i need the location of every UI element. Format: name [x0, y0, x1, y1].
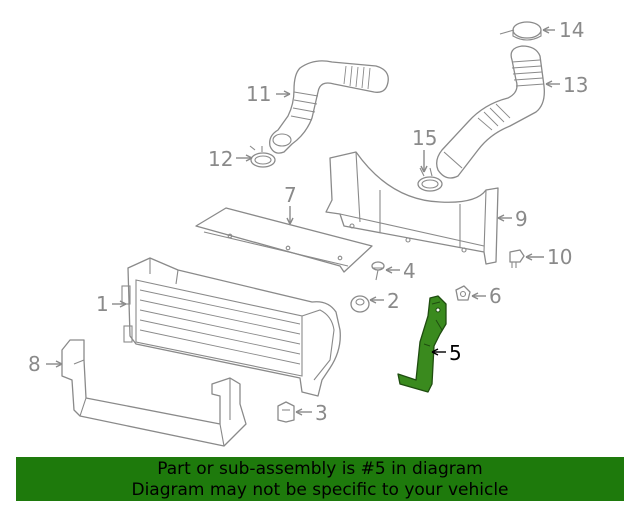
callout-label-12: 12: [208, 147, 233, 171]
callout-1: 1: [96, 292, 127, 316]
callout-label-10: 10: [547, 245, 572, 269]
part-11-hose: [269, 60, 389, 154]
part-12-clamp: [249, 145, 276, 168]
callout-10: 10: [525, 245, 572, 269]
callout-label-9: 9: [515, 207, 528, 231]
callout-label-8: 8: [28, 352, 41, 376]
callout-4: 4: [385, 259, 416, 283]
callout-label-15: 15: [412, 126, 437, 150]
part-1-radiator: [121, 257, 341, 397]
callout-2: 2: [369, 289, 400, 313]
callout-15: 15: [412, 126, 437, 173]
part-7-seal: [195, 207, 373, 273]
callout-label-11: 11: [246, 82, 271, 106]
part-5-bracket-highlighted[interactable]: [397, 295, 447, 393]
callout-12: 12: [208, 147, 253, 171]
callout-label-14: 14: [559, 18, 584, 42]
part-13-hose: [436, 45, 545, 179]
part-2-grommet: [350, 295, 370, 313]
part-4-pin: [371, 261, 385, 281]
part-6-nut: [455, 285, 471, 301]
callout-14: 14: [542, 18, 584, 42]
banner-line-disclaimer: Diagram may not be specific to your vehi…: [131, 480, 509, 500]
part-14-cap: [499, 21, 542, 41]
callout-label-6: 6: [489, 284, 502, 308]
part-3-clip: [277, 401, 295, 423]
callout-label-3: 3: [315, 401, 328, 425]
callout-label-5: 5: [449, 341, 462, 365]
callout-8: 8: [28, 352, 63, 376]
callout-11: 11: [246, 82, 291, 106]
callout-5: 5: [431, 341, 462, 365]
callout-label-13: 13: [563, 73, 588, 97]
callout-3: 3: [295, 401, 328, 425]
callout-label-7: 7: [284, 183, 297, 207]
callout-6: 6: [471, 284, 502, 308]
banner-line-part-number: Part or sub-assembly is #5 in diagram: [157, 459, 483, 479]
part-15-clamp: [417, 167, 443, 192]
callout-13: 13: [545, 73, 588, 97]
callout-9: 9: [497, 207, 528, 231]
part-9-shroud: [325, 151, 499, 265]
callout-label-1: 1: [96, 292, 109, 316]
part-10-bolt: [509, 249, 525, 268]
notice-banner: Part or sub-assembly is #5 in diagram Di…: [16, 457, 624, 501]
callout-label-4: 4: [403, 259, 416, 283]
callout-label-2: 2: [387, 289, 400, 313]
part-8-frame: [61, 339, 247, 447]
callout-7: 7: [284, 183, 297, 225]
